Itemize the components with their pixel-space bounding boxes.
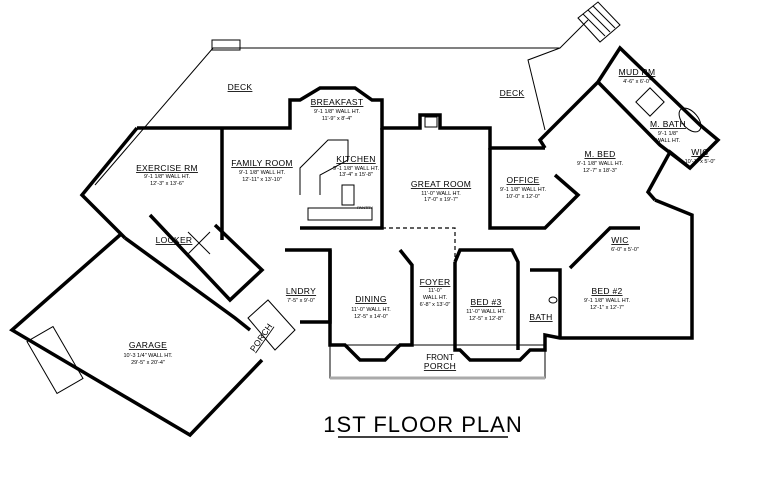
foyer-wall2: WALL HT. (423, 295, 448, 301)
wic-bed2-label: WIC (611, 235, 628, 245)
kitchen-range (341, 184, 355, 206)
great-room-wall: 11'-0" WALL HT. (421, 191, 461, 197)
stair-x2 (187, 231, 211, 255)
wic-master-size: 10'-1" x 5'-0" (685, 159, 716, 165)
exercise-label: EXERCISE RM (136, 163, 198, 173)
wall-stairs (148, 213, 265, 303)
deck-outline (94, 19, 589, 186)
breakfast-label: BREAKFAST (311, 97, 364, 107)
toilet (548, 296, 558, 304)
laundry-label: LNDRY (286, 286, 316, 296)
pantry-label: PANTRY (357, 205, 373, 210)
shower (635, 87, 665, 117)
bed3-size: 12'-5" x 12'-8" (469, 316, 503, 322)
dining-size: 12'-5" x 14'-0" (354, 314, 388, 320)
side-porch (247, 299, 296, 351)
mbed-label: M. BED (584, 149, 615, 159)
front-porch-label2: PORCH (424, 361, 456, 371)
kitchen-label: KITCHEN (336, 154, 375, 164)
kitchen-counter-south (307, 207, 373, 221)
mbath-wall: 9'-1 1/8" (658, 131, 678, 137)
wall-bed2-wic (568, 226, 640, 270)
garage-wall: 10'-3 1/4" WALL HT. (123, 353, 173, 359)
exercise-wall: 9'-1 1/8" WALL HT. (144, 174, 190, 180)
laundry-size: 7'-5" x 9'-0" (287, 298, 315, 304)
deck-stairs-left (211, 39, 241, 51)
fireplace (424, 116, 438, 128)
exercise-size: 12'-3" x 13'-6" (150, 181, 184, 187)
mudrm-size: 4'-6" x 6'-0" (623, 79, 651, 85)
mbath-label: M. BATH (650, 119, 686, 129)
bed2-wall: 9'-1 1/8" WALL HT. (584, 298, 630, 304)
mbath-wall2: WALL HT. (656, 138, 681, 144)
wic-bed2-size: 6'-0" x 5'-0" (611, 247, 639, 253)
front-porch-label: FRONT (426, 353, 454, 362)
plan-title: 1ST FLOOR PLAN (323, 412, 522, 437)
locker-label: LOCKER (156, 235, 193, 245)
office-size: 10'-0" x 12'-0" (506, 194, 540, 200)
wall-kitchen-great (300, 128, 384, 230)
deck-right-label: DECK (500, 88, 525, 98)
exterior-wall-bed2 (453, 198, 694, 362)
exterior-wall-north (137, 86, 545, 150)
foyer-size: 6'-8" x 13'-0" (420, 302, 451, 308)
deck-outline-right (527, 47, 561, 131)
kitchen-size: 13'-4" x 15'-8" (339, 172, 373, 178)
garage-wall (9, 233, 264, 438)
office-wall: 9'-1 1/8" WALL HT. (500, 187, 546, 193)
deck-left-label: DECK (228, 82, 253, 92)
family-wall: 9'-1 1/8" WALL HT. (239, 170, 285, 176)
garage-door (26, 325, 84, 395)
wall-great-foyer (382, 227, 456, 260)
kitchen-wall: 9'-1 1/8" WALL HT. (333, 166, 379, 172)
foyer-wall: 11'-0" (428, 288, 442, 294)
exterior-wall-west (79, 126, 139, 240)
bed2-size: 12'-1" x 12'-7" (590, 305, 624, 311)
wall-bath (530, 268, 562, 338)
garage-size: 29'-5" x 20'-4" (131, 360, 165, 366)
wall-laundry (285, 248, 332, 324)
bed3-label: BED #3 (470, 297, 501, 307)
side-porch-label: PORCH (248, 321, 275, 353)
wall-master-bath (596, 80, 692, 170)
great-room-size: 17'-0" x 19'-7" (424, 197, 458, 203)
office-label: OFFICE (507, 175, 540, 185)
wall-office (488, 148, 581, 230)
family-size: 12'-11" x 13'-10" (242, 177, 282, 183)
garage-side-wall (123, 236, 252, 332)
great-room-label: GREAT ROOM (411, 179, 471, 189)
mbed-size: 12'-7" x 18'-3" (583, 168, 617, 174)
breakfast-wall: 9'-1 1/8" WALL HT. (314, 109, 360, 115)
garage-label: GARAGE (129, 340, 167, 350)
bath-label: BATH (529, 312, 552, 322)
bathtub (678, 107, 702, 133)
bed2-label: BED #2 (591, 286, 622, 296)
wall-bed3 (453, 248, 520, 350)
dining-wall: 11'-0" WALL HT. (351, 307, 391, 313)
breakfast-size: 11'-9" x 8'-4" (322, 116, 352, 122)
wic-master-label: WIC (691, 147, 708, 157)
bed3-wall: 11'-0" WALL HT. (466, 309, 506, 315)
foyer-label: FOYER (420, 277, 451, 287)
family-label: FAMILY ROOM (231, 158, 293, 168)
dining-label: DINING (355, 294, 387, 304)
mbed-wall: 9'-1 1/8" WALL HT. (577, 161, 623, 167)
deck-stairs-right (577, 1, 621, 43)
exterior-wall-master (537, 45, 721, 202)
kitchen-counter (299, 139, 349, 195)
wall-dining (328, 248, 414, 362)
mudrm-label: MUD RM (619, 67, 656, 77)
